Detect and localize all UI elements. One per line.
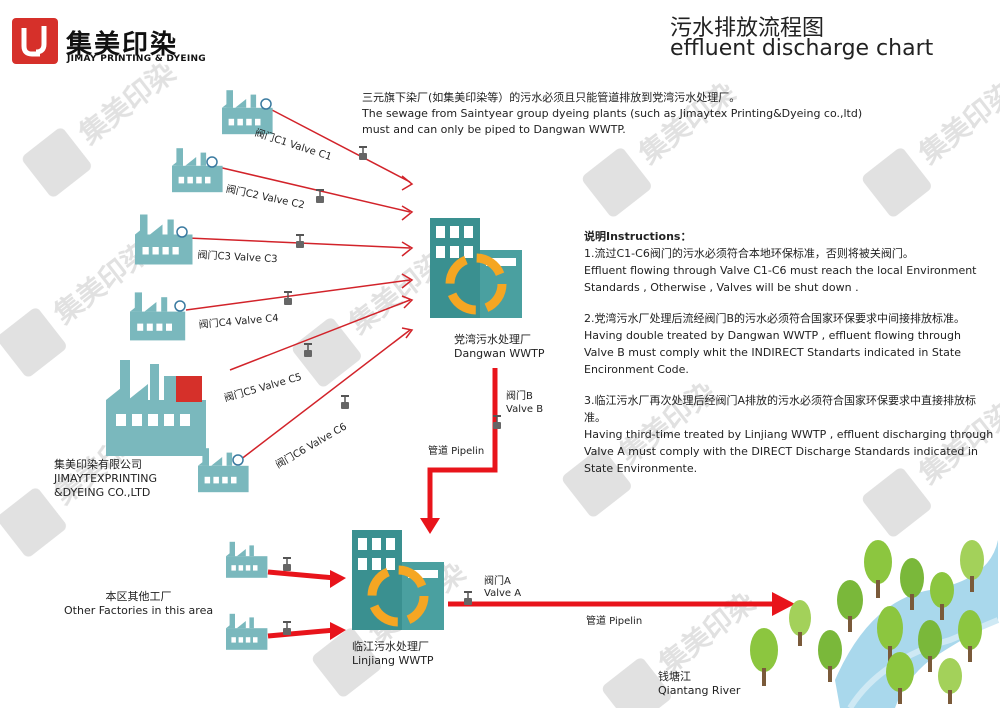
river-en: Qiantang River bbox=[658, 684, 741, 697]
other-valve-2-icon bbox=[282, 621, 292, 636]
jimay-factory-icon bbox=[106, 360, 206, 456]
factory-c3-icon bbox=[135, 214, 193, 265]
instruction-item-1: 1.流过C1-C6阀门的污水必须符合本地环保标准，否则将被关阀门。 Efflue… bbox=[584, 245, 994, 296]
other-factories-cn: 本区其他工厂 bbox=[105, 590, 172, 603]
valve-pipes bbox=[185, 109, 411, 461]
linjiang-cn: 临江污水处理厂 bbox=[352, 640, 429, 653]
intro-en-2: must and can only be piped to Dangwan WW… bbox=[362, 123, 626, 136]
other-factory-pipes bbox=[267, 569, 346, 640]
other-factories-en: Other Factories in this area bbox=[64, 604, 214, 617]
intro-cn: 三元旗下染厂(如集美印染等）的污水必须且只能管道排放到党湾污水处理厂。 bbox=[362, 91, 741, 104]
main-pipeline bbox=[420, 368, 498, 534]
valve-b-label: 阀门B Valve B bbox=[506, 390, 543, 416]
jimay-factory-cn: 集美印染有限公司 bbox=[54, 458, 142, 471]
brand-subtitle: JIMAY PRINTING & DYEING bbox=[67, 54, 206, 64]
valve-b-en: Valve B bbox=[506, 404, 544, 415]
title-cn: 污水排放流程图 bbox=[670, 16, 825, 41]
other-factory-1-icon bbox=[226, 541, 268, 578]
other-valve-1-icon bbox=[282, 557, 292, 572]
factory-c4-icon bbox=[130, 292, 186, 341]
intro-en-1: The sewage from Saintyear group dyeing p… bbox=[362, 107, 863, 120]
valve-a-en: Valve A bbox=[484, 588, 522, 599]
linjiang-wwtp-label: 临江污水处理厂 Linjiang WWTP bbox=[352, 640, 434, 668]
instruction-3-en: Having third-time treated by Linjiang WW… bbox=[584, 428, 994, 475]
other-factories-label: 本区其他工厂 Other Factories in this area bbox=[64, 590, 213, 618]
valve-b-cn: 阀门B bbox=[506, 391, 533, 402]
intro-text: 三元旗下染厂(如集美印染等）的污水必须且只能管道排放到党湾污水处理厂。 The … bbox=[362, 90, 962, 138]
instruction-item-2: 2.党湾污水厂处理后流经阀门B的污水必须符合国家环保要求中间接排放标准。 Hav… bbox=[584, 310, 994, 378]
instructions-panel: 说明Instructions： 1.流过C1-C6阀门的污水必须符合本地环保标准… bbox=[584, 228, 994, 491]
instruction-item-3: 3.临江污水厂再次处理后经阀门A排放的污水必须符合国家环保要求中直接排放标准。 … bbox=[584, 392, 994, 477]
pipeline-2-label: 管道 Pipelin bbox=[586, 616, 643, 627]
other-factory-2-icon bbox=[226, 613, 268, 650]
instruction-1-en: Effluent flowing through Valve C1-C6 mus… bbox=[584, 264, 977, 294]
linjiang-en: Linjiang WWTP bbox=[352, 654, 434, 667]
valve-c6-icon bbox=[340, 395, 350, 410]
valve-c1-icon bbox=[358, 146, 368, 161]
dangwan-en: Dangwan WWTP bbox=[454, 347, 545, 360]
instruction-2-cn: 2.党湾污水厂处理后流经阀门B的污水必须符合国家环保要求中间接排放标准。 bbox=[584, 312, 966, 325]
valve-c3-icon bbox=[295, 234, 305, 249]
valve-c4-icon bbox=[283, 291, 293, 306]
dangwan-cn: 党湾污水处理厂 bbox=[454, 333, 531, 346]
valve-a-cn: 阀门A bbox=[484, 576, 511, 587]
jimay-factory-label: 集美印染有限公司 JIMAYTEXPRINTING &DYEING CO.,LT… bbox=[54, 458, 157, 500]
river-pipeline bbox=[448, 592, 795, 616]
instruction-2-en: Having double treated by Dangwan WWTP , … bbox=[584, 329, 961, 376]
valve-a-label: 阀门A Valve A bbox=[484, 576, 521, 600]
dangwan-wwtp-label: 党湾污水处理厂 Dangwan WWTP bbox=[454, 333, 544, 361]
valve-a-icon bbox=[463, 591, 473, 606]
factory-c2-icon bbox=[172, 148, 223, 193]
watermark-text: 集美印染 bbox=[72, 56, 181, 152]
pipeline-1-label: 管道 Pipelin bbox=[428, 446, 485, 457]
jimay-factory-en-2: &DYEING CO.,LTD bbox=[54, 486, 151, 499]
dangwan-wwtp-icon bbox=[430, 218, 522, 318]
brand-logo-icon bbox=[12, 18, 58, 64]
instruction-1-cn: 1.流过C1-C6阀门的污水必须符合本地环保标准，否则将被关阀门。 bbox=[584, 247, 914, 260]
trees-icon bbox=[750, 540, 984, 704]
title-en: effluent discharge chart bbox=[670, 36, 934, 61]
river-label: 钱塘江 Qiantang River bbox=[658, 670, 740, 698]
linjiang-wwtp-icon bbox=[352, 530, 444, 630]
brand-name: 集美印染 bbox=[66, 30, 179, 60]
instruction-3-cn: 3.临江污水厂再次处理后经阀门A排放的污水必须符合国家环保要求中直接排放标准。 bbox=[584, 394, 977, 424]
jimay-factory-en-1: JIMAYTEXPRINTING bbox=[54, 472, 158, 485]
river-cn: 钱塘江 bbox=[658, 670, 691, 683]
watermark-text: 集美印染 bbox=[652, 586, 761, 682]
instructions-heading: 说明Instructions： bbox=[584, 230, 692, 243]
